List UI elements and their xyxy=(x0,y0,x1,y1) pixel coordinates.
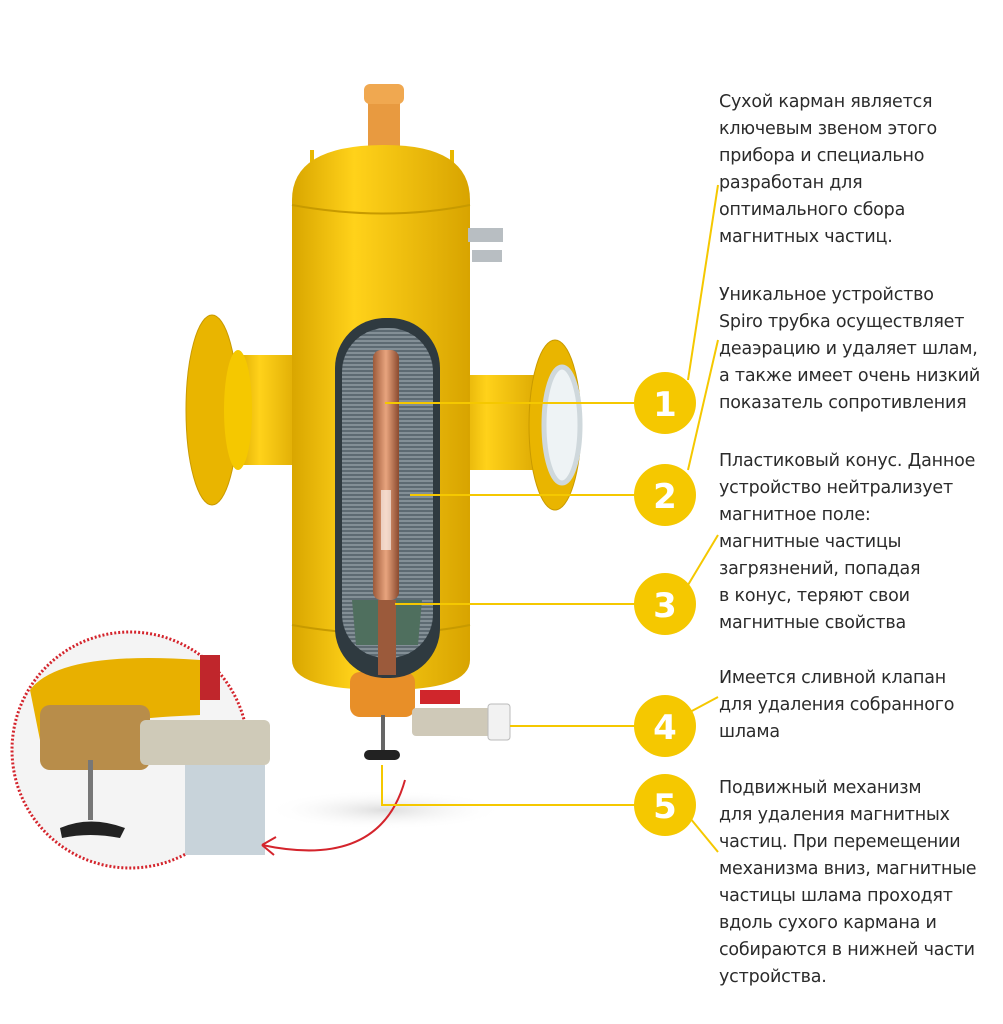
text-line: показатель сопротивления xyxy=(719,393,967,413)
callout-text-3: Пластиковый конус. Данное устройство ней… xyxy=(719,448,975,637)
text-line: частицы шлама проходят xyxy=(719,886,953,906)
outlet-flange xyxy=(455,339,583,511)
text-line: Сухой карман является xyxy=(719,92,933,112)
callout-text-1: Сухой карман является ключевым звеном эт… xyxy=(719,89,937,251)
text-line: Имеется сливной клапан xyxy=(719,668,946,688)
drain-valve xyxy=(412,690,511,741)
cutaway-window xyxy=(335,318,440,678)
text-line: собираются в нижней части xyxy=(719,940,975,960)
text-line: деаэрацию и удаляет шлам, xyxy=(719,339,978,359)
curved-arrow xyxy=(261,779,406,852)
callout-number-4: 4 xyxy=(653,708,677,748)
leader-lines xyxy=(381,184,719,853)
magnet-handle xyxy=(364,715,400,760)
text-line: вдоль сухого кармана и xyxy=(719,913,937,933)
text-line: Подвижный механизм xyxy=(719,778,922,798)
callout-circle-2 xyxy=(634,464,696,526)
callout-number-5: 5 xyxy=(653,787,677,827)
callout-circle-4 xyxy=(634,695,696,757)
text-line: оптимального сбора xyxy=(719,200,906,220)
callout-text-4: Имеется сливной клапан для удаления собр… xyxy=(719,665,954,746)
detail-inset xyxy=(10,630,406,870)
callout-circle-5 xyxy=(634,774,696,836)
inlet-flange xyxy=(185,314,305,506)
text-line: шлама xyxy=(719,722,780,742)
text-line: Пластиковый конус. Данное xyxy=(719,451,976,471)
callout-circle-3 xyxy=(634,573,696,635)
dry-pocket xyxy=(373,350,399,600)
text-line: ключевым звеном этого xyxy=(719,119,937,139)
text-line: магнитные свойства xyxy=(719,613,906,633)
callout-text-5: Подвижный механизм для удаления магнитны… xyxy=(719,775,977,991)
text-line: устройство нейтрализует xyxy=(719,478,953,498)
callout-number-3: 3 xyxy=(653,586,677,626)
text-line: магнитные частицы xyxy=(719,532,902,552)
text-line: магнитных частиц. xyxy=(719,227,893,247)
text-line: магнитное поле: xyxy=(719,505,871,525)
text-line: Spiro трубка осуществляет xyxy=(719,312,965,332)
callout-markers: 1 2 3 4 5 xyxy=(634,372,696,836)
text-line: для удаления собранного xyxy=(719,695,955,715)
text-line: для удаления магнитных xyxy=(719,805,950,825)
text-line: частиц. При перемещении xyxy=(719,832,961,852)
text-line: прибора и специально xyxy=(719,146,925,166)
text-line: Уникальное устройство xyxy=(719,285,934,305)
text-line: а также имеет очень низкий xyxy=(719,366,981,386)
text-line: разработан для xyxy=(719,173,863,193)
text-line: устройства. xyxy=(719,967,827,987)
callout-number-1: 1 xyxy=(653,385,677,425)
callout-text-2: Уникальное устройство Spiro трубка осуще… xyxy=(719,282,980,417)
text-line: механизма вниз, магнитные xyxy=(719,859,977,879)
text-line: в конус, теряют свои xyxy=(719,586,910,606)
text-line: загрязнений, попадая xyxy=(719,559,921,579)
floor-shadow xyxy=(265,790,505,830)
callout-circle-1 xyxy=(634,372,696,434)
callout-number-2: 2 xyxy=(653,477,677,517)
